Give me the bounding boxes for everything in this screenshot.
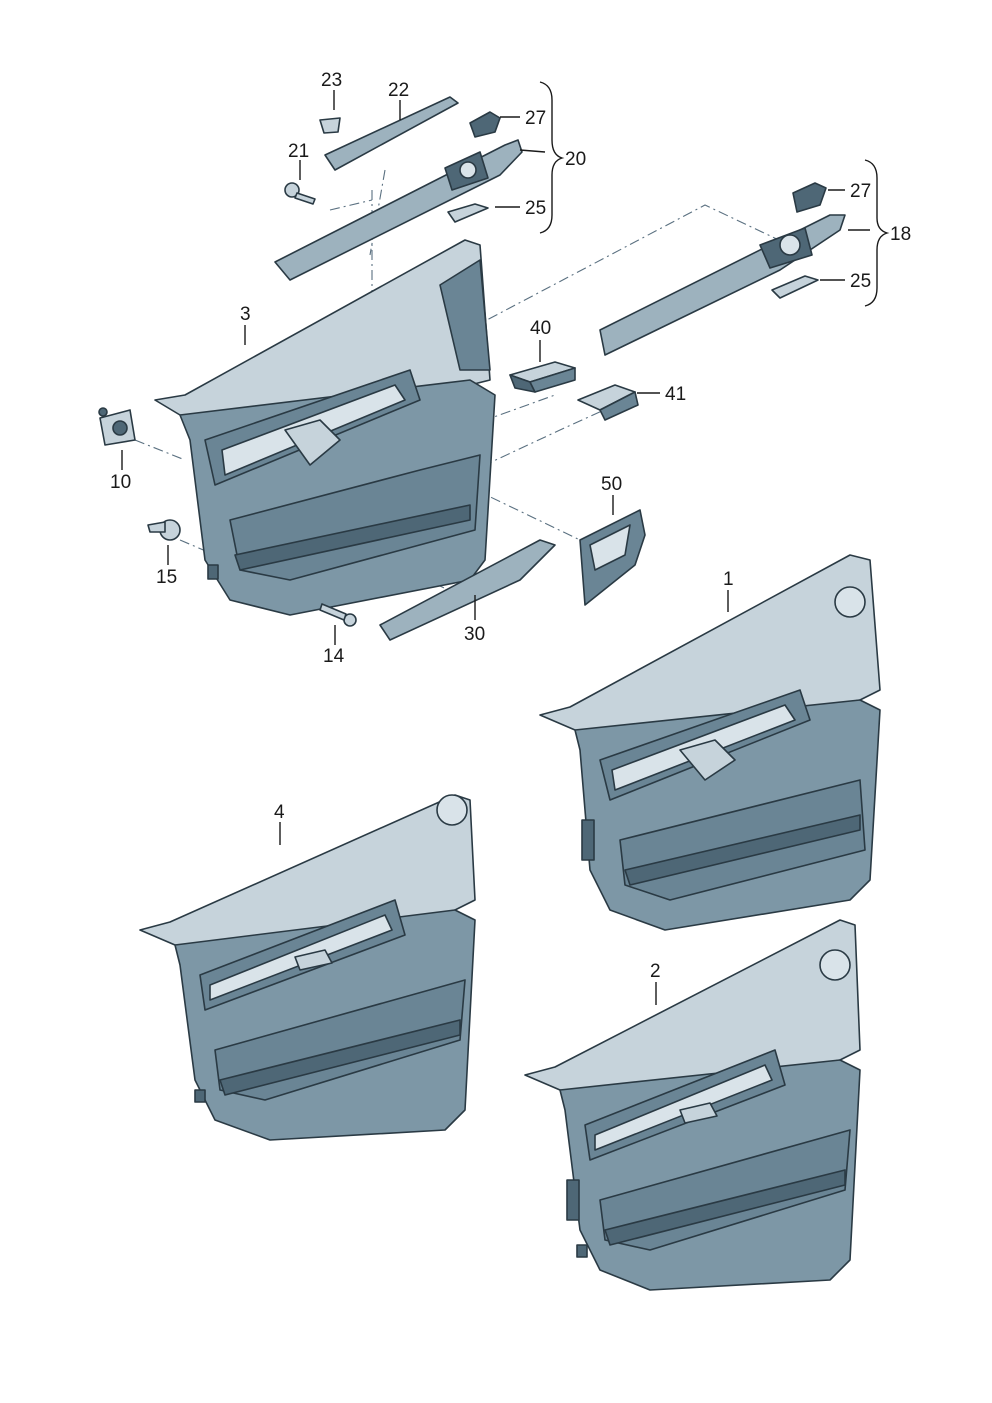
clip-10 bbox=[98, 407, 136, 446]
label-27-right: 27 bbox=[850, 181, 871, 202]
clip-15 bbox=[147, 519, 181, 541]
handle-25-upper bbox=[447, 203, 489, 223]
part-labels: 23 22 27 21 20 25 3 40 41 10 50 15 30 14… bbox=[110, 70, 911, 982]
screw-14 bbox=[319, 603, 357, 627]
door-panel-3 bbox=[154, 239, 496, 616]
label-1: 1 bbox=[723, 569, 734, 590]
label-10: 10 bbox=[110, 472, 131, 493]
upper-trim-20 bbox=[274, 139, 523, 281]
armrest-trim-30 bbox=[379, 539, 556, 641]
label-20: 20 bbox=[565, 149, 586, 170]
screw-21 bbox=[284, 182, 316, 205]
window-switch-40 bbox=[509, 361, 576, 393]
label-22: 22 bbox=[388, 80, 409, 101]
leader-lines bbox=[121, 81, 890, 1005]
label-18: 18 bbox=[890, 224, 911, 245]
label-50: 50 bbox=[601, 474, 622, 495]
handle-25-right bbox=[771, 275, 819, 299]
label-4: 4 bbox=[274, 802, 285, 823]
label-40: 40 bbox=[530, 318, 551, 339]
speaker-grille-27-upper bbox=[469, 111, 501, 138]
label-23: 23 bbox=[321, 70, 342, 91]
speaker-grille-27-right bbox=[792, 182, 827, 213]
door-panel-2 bbox=[524, 919, 861, 1291]
label-3: 3 bbox=[240, 304, 251, 325]
door-panel-1 bbox=[539, 554, 881, 931]
upper-trim-18 bbox=[599, 214, 846, 356]
door-panel-4 bbox=[139, 794, 476, 1141]
label-14: 14 bbox=[323, 646, 345, 667]
speaker-cover-50 bbox=[579, 509, 646, 606]
label-41: 41 bbox=[665, 384, 686, 405]
label-30: 30 bbox=[464, 624, 485, 645]
label-21: 21 bbox=[288, 141, 309, 162]
window-switch-41 bbox=[577, 384, 639, 421]
label-25-right: 25 bbox=[850, 271, 871, 292]
trim-strip-22 bbox=[324, 96, 459, 171]
label-2: 2 bbox=[650, 961, 661, 982]
clip-23 bbox=[319, 117, 341, 134]
label-15: 15 bbox=[156, 567, 177, 588]
label-27-upper: 27 bbox=[525, 108, 546, 129]
label-25-upper: 25 bbox=[525, 198, 546, 219]
